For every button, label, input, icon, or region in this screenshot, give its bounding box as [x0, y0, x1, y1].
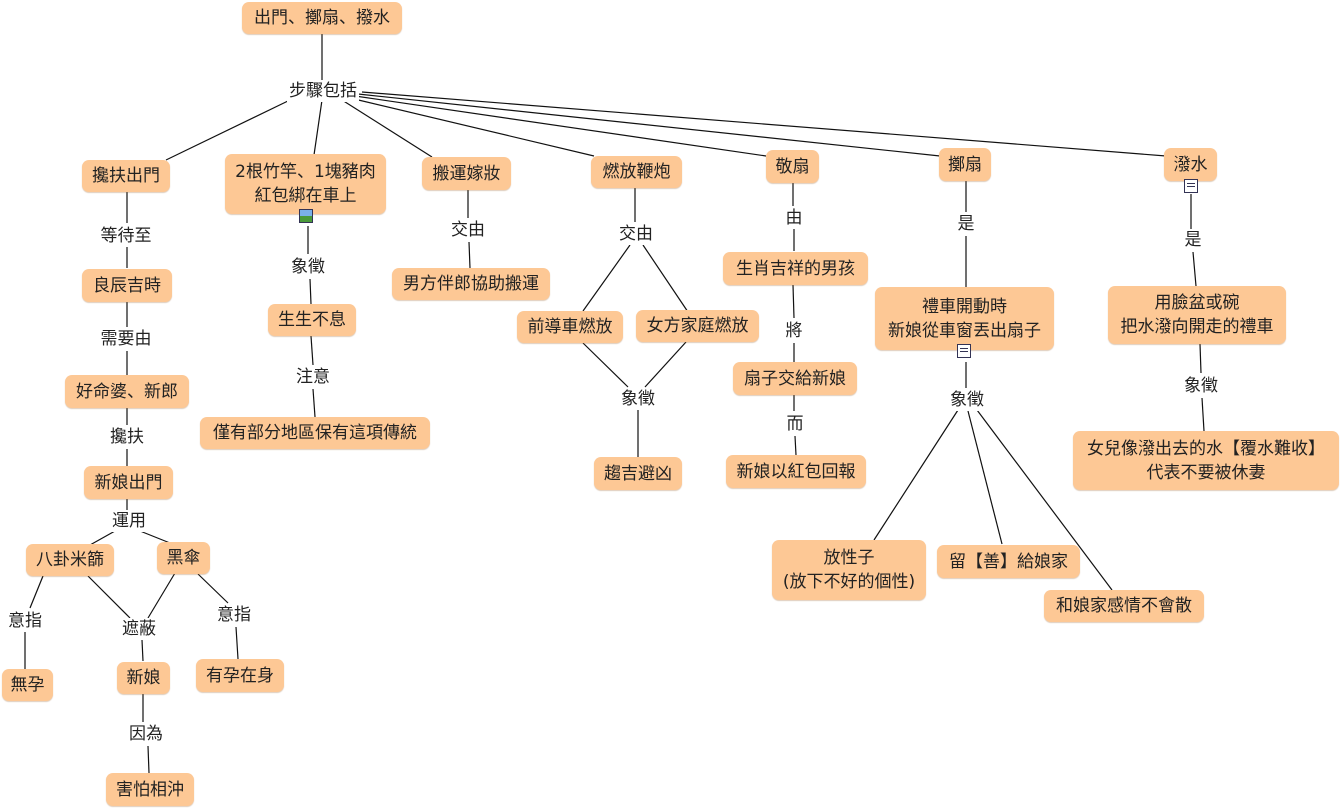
link-label-means-2: 意指: [215, 604, 253, 626]
note-icon[interactable]: [1184, 179, 1198, 193]
step-bamboo-pork-line-2: 紅包綁在車上: [254, 186, 357, 206]
link-label-give: 將: [783, 320, 805, 342]
link-label-is-f: 是: [955, 213, 977, 235]
link-label-support: 攙扶: [108, 426, 146, 448]
node-splash-at-car[interactable]: 用臉盆或碗 把水潑向開走的禮車: [1108, 286, 1286, 344]
image-icon[interactable]: [299, 209, 313, 223]
node-bride-exits[interactable]: 新娘出門: [84, 466, 173, 499]
node-pregnant[interactable]: 有孕在身: [196, 659, 284, 692]
link-label-steps: 步驟包括: [287, 80, 359, 102]
node-throw-fan-window-line-2: 新娘從車窗丟出扇子: [888, 320, 1041, 341]
node-splash-at-car-line-1: 用臉盆或碗: [1154, 293, 1240, 313]
step-move-dowry[interactable]: 搬運嫁妝: [422, 157, 511, 190]
link-label-is-g: 是: [1182, 229, 1204, 251]
node-throw-fan-window-line-1: 禮車開動時: [922, 296, 1007, 317]
step-bamboo-pork[interactable]: 2根竹竿、1塊豬肉 紅包綁在車上: [225, 154, 386, 214]
step-firecrackers[interactable]: 燃放鞭炮: [591, 156, 682, 188]
note-icon[interactable]: [957, 344, 971, 358]
link-label-by: 由: [783, 207, 805, 229]
node-bagua-sieve[interactable]: 八卦米篩: [26, 544, 114, 576]
link-label-wait: 等待至: [98, 225, 154, 247]
node-regional-tradition[interactable]: 僅有部分地區保有這項傳統: [200, 417, 430, 449]
link-label-symbol-f: 象徵: [948, 389, 986, 411]
node-throw-fan-window[interactable]: 禮車開動時 新娘從車窗丟出扇子: [875, 287, 1054, 350]
link-label-note: 注意: [294, 366, 332, 388]
node-let-go-temper-line-2: (放下不好的個性): [782, 572, 916, 592]
node-auspicious-time[interactable]: 良辰吉時: [82, 269, 172, 302]
link-label-symbol-g: 象徵: [1182, 375, 1220, 397]
step-bamboo-pork-line-1: 2根竹竿、1塊豬肉: [235, 162, 376, 182]
node-splash-at-car-line-2: 把水潑向開走的禮車: [1120, 317, 1274, 337]
step-escort-out[interactable]: 攙扶出門: [82, 160, 170, 192]
node-leave-kindness[interactable]: 留【善】給娘家: [937, 545, 1080, 578]
link-label-assign-c: 交由: [449, 219, 487, 241]
node-fan-to-bride[interactable]: 扇子交給新娘: [733, 362, 857, 395]
node-let-go-temper-line-1: 放性子: [823, 548, 875, 568]
node-black-umbrella[interactable]: 黑傘: [157, 542, 210, 574]
link-label-assign-d: 交由: [617, 223, 655, 245]
step-throw-fan[interactable]: 擲扇: [939, 148, 991, 181]
node-red-envelope-reward[interactable]: 新娘以紅包回報: [726, 455, 866, 488]
link-label-need: 需要由: [98, 328, 154, 350]
step-present-fan[interactable]: 敬扇: [766, 150, 819, 183]
node-bride[interactable]: 新娘: [117, 662, 170, 694]
step-splash-water[interactable]: 潑水: [1164, 148, 1217, 181]
node-lucky-boy[interactable]: 生肖吉祥的男孩: [723, 252, 868, 285]
link-label-means-1: 意指: [6, 610, 44, 632]
node-matron-groom[interactable]: 好命婆、新郎: [65, 375, 189, 408]
node-lead-car-fires[interactable]: 前導車燃放: [517, 311, 623, 343]
node-spilled-water-daughter-line-1: 女兒像潑出去的水【覆水難收】: [1087, 438, 1325, 459]
node-best-man-moves[interactable]: 男方伴郎協助搬運: [392, 268, 550, 300]
node-bond-remains[interactable]: 和娘家感情不會散: [1044, 590, 1204, 622]
link-label-symbol-d: 象徵: [619, 388, 657, 410]
link-label-then: 而: [784, 413, 806, 435]
link-label-use: 運用: [110, 510, 148, 532]
link-label-cover: 遮蔽: [120, 618, 158, 640]
link-label-symbol-b: 象徵: [289, 256, 327, 278]
node-bride-family-fires[interactable]: 女方家庭燃放: [636, 310, 759, 342]
root-topic[interactable]: 出門、擲扇、撥水: [242, 2, 402, 34]
link-label-because: 因為: [127, 723, 165, 745]
node-fear-clash[interactable]: 害怕相沖: [106, 773, 194, 806]
node-good-fortune[interactable]: 趨吉避凶: [594, 457, 682, 490]
node-endless-life[interactable]: 生生不息: [268, 304, 356, 336]
node-let-go-temper[interactable]: 放性子 (放下不好的個性): [772, 540, 926, 600]
node-spilled-water-daughter-line-2: 代表不要被休妻: [1146, 462, 1266, 483]
node-spilled-water-daughter[interactable]: 女兒像潑出去的水【覆水難收】 代表不要被休妻: [1073, 431, 1339, 490]
node-no-pregnancy[interactable]: 無孕: [2, 669, 53, 701]
